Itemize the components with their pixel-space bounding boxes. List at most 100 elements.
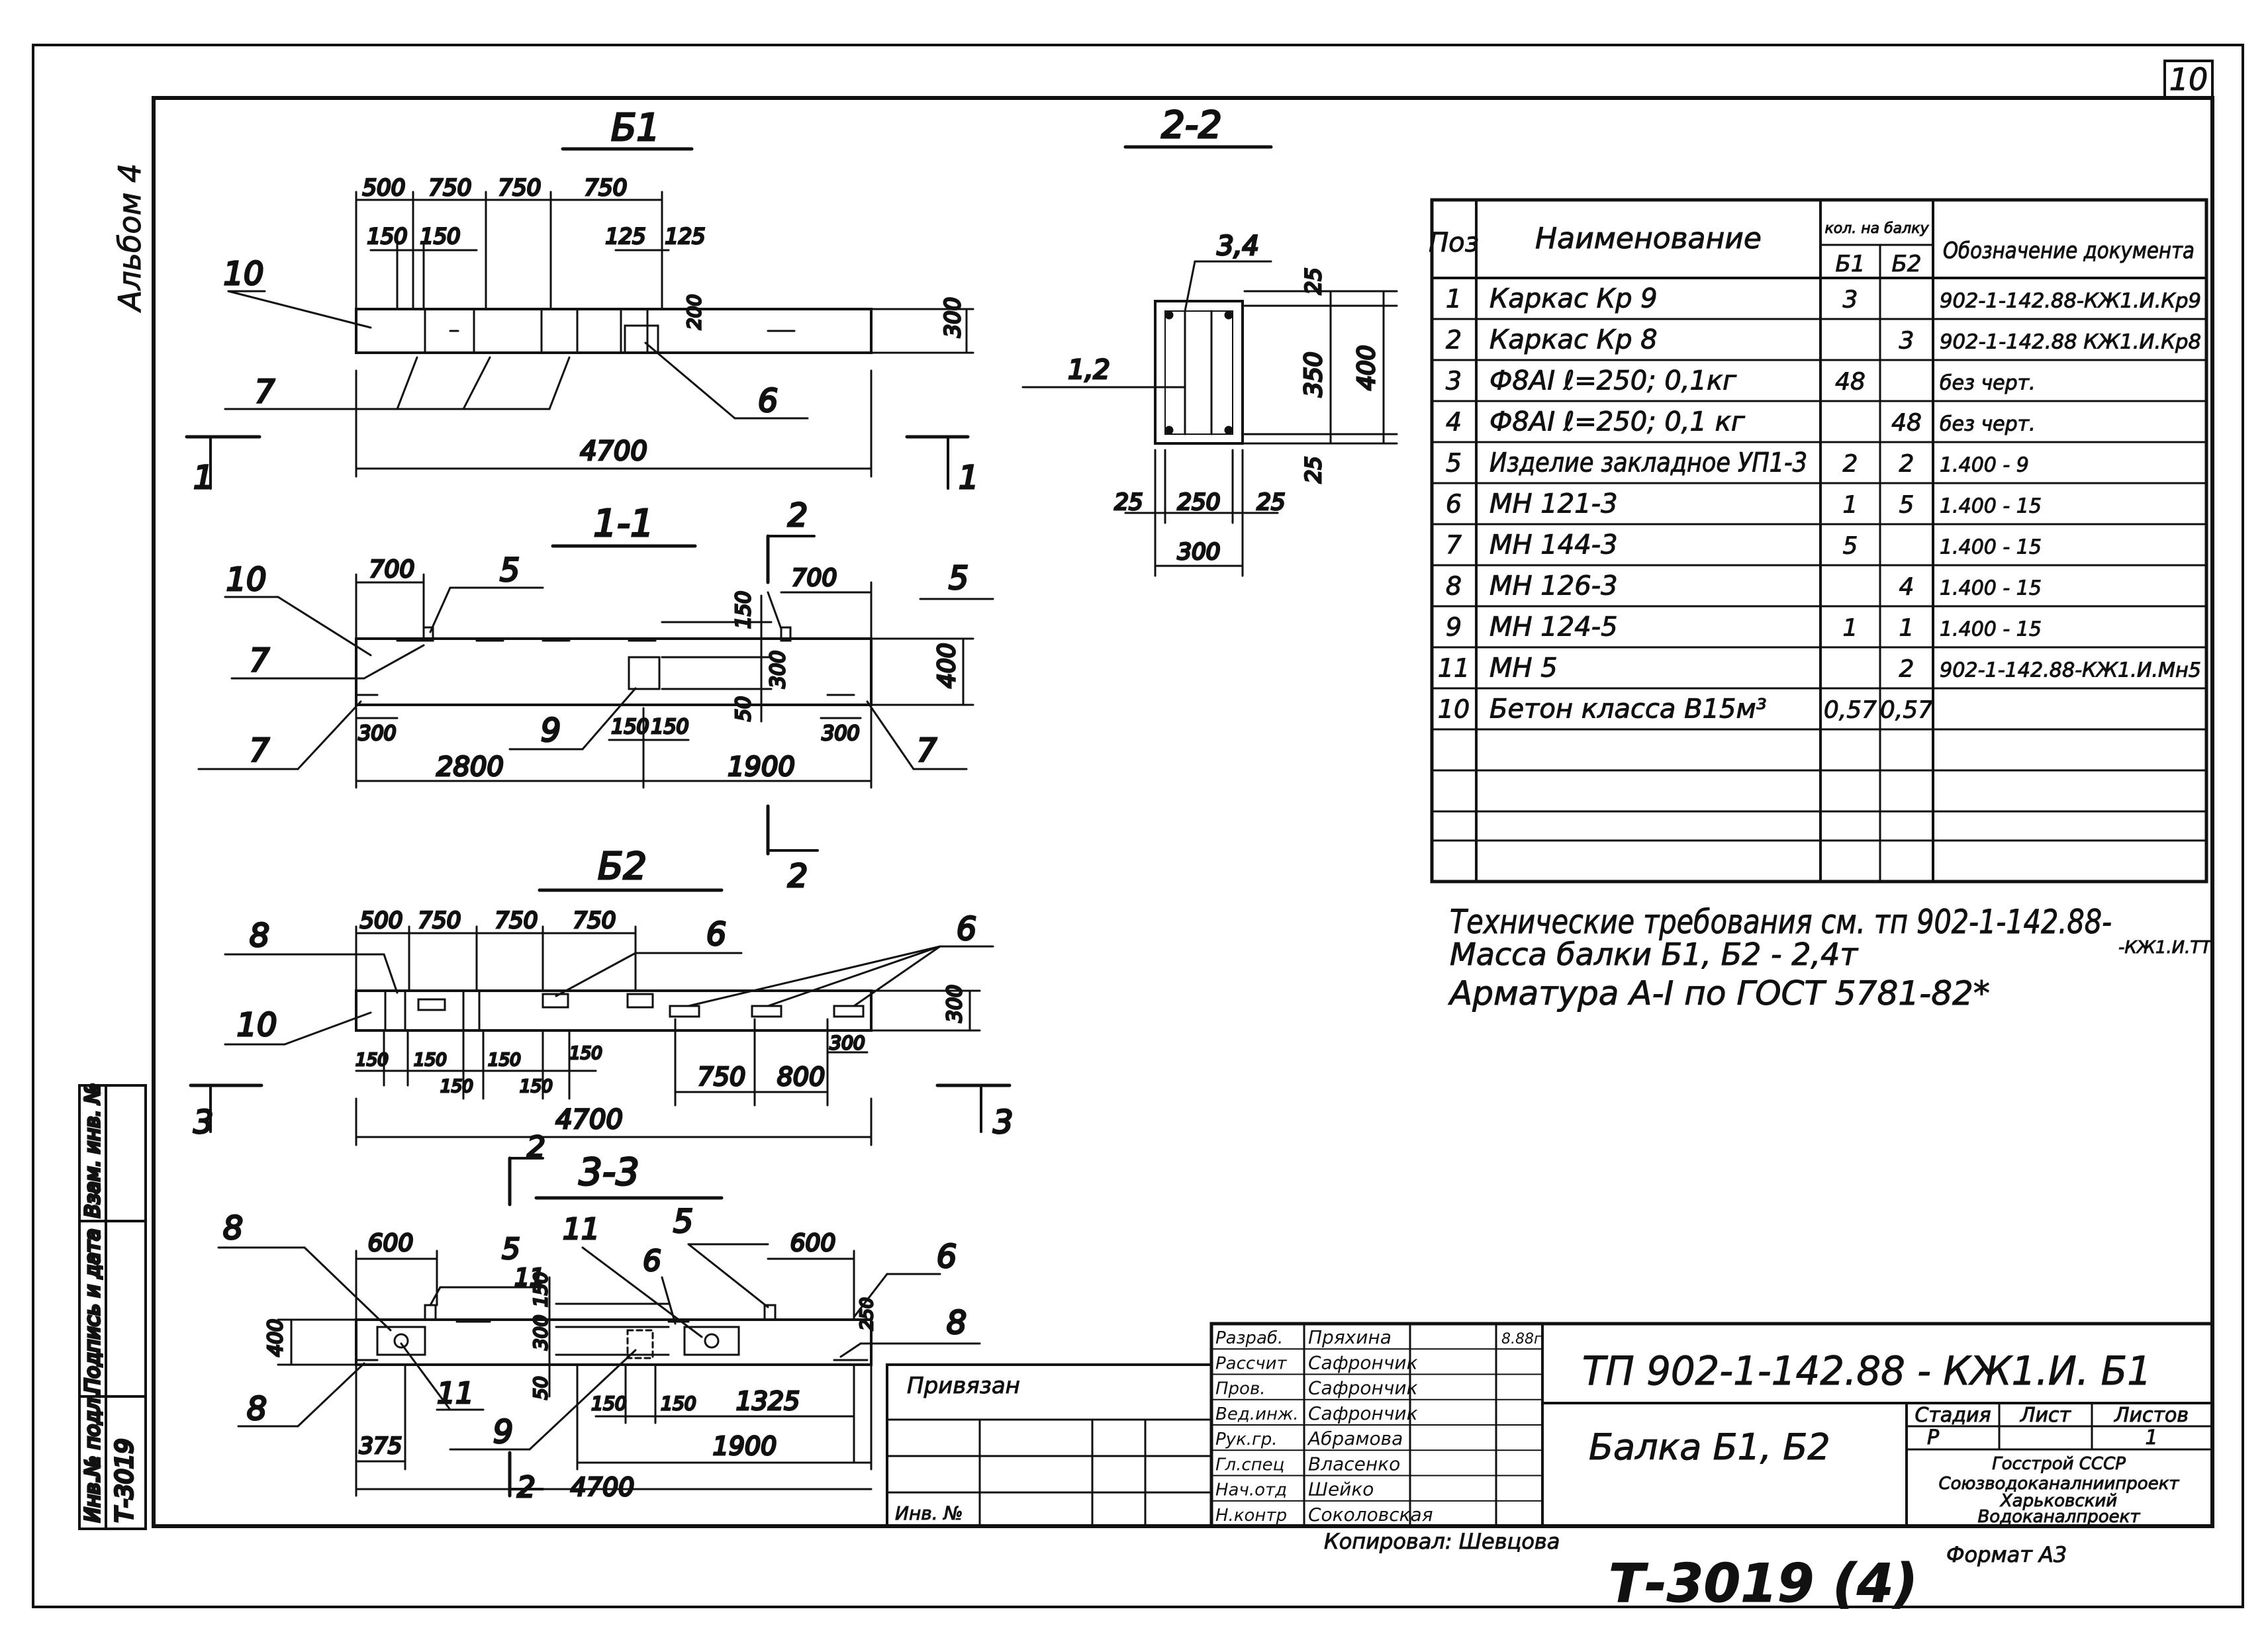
svg-text:1325: 1325 [736, 1387, 800, 1416]
svg-text:5: 5 [500, 552, 520, 589]
svg-text:750: 750 [495, 907, 538, 934]
title-block-role: Рук.гр. [1215, 1430, 1277, 1449]
spec-header-pos: Поз [1429, 228, 1479, 258]
svg-text:2: 2 [527, 1130, 545, 1164]
title-block-role: Нач.отд [1215, 1481, 1287, 1500]
format-label: Формат А3 [1946, 1542, 2067, 1567]
spec-cell-pos: 1 [1446, 285, 1462, 314]
sheet-number: 10 [2169, 62, 2208, 97]
svg-text:5: 5 [502, 1232, 520, 1266]
spec-cell-b2: 2 [1899, 451, 1914, 478]
svg-text:11: 11 [437, 1377, 474, 1410]
svg-text:400: 400 [933, 643, 961, 688]
side-stamp-sign-date: Подпись и дата [81, 1229, 105, 1394]
svg-text:3: 3 [993, 1104, 1014, 1141]
svg-text:2: 2 [517, 1471, 536, 1504]
svg-text:150: 150 [520, 1077, 553, 1097]
view-b2: Б2 500 750 750 750 150 150 150 150 150 1… [189, 844, 1014, 1146]
spec-cell-b1: 1 [1843, 492, 1858, 519]
svg-text:750: 750 [585, 175, 628, 201]
svg-text:3,4: 3,4 [1217, 231, 1259, 261]
spec-cell-name: Каркас Кр 9 [1489, 284, 1658, 314]
svg-text:1900: 1900 [728, 752, 795, 782]
title-block-role: Разраб. [1215, 1328, 1283, 1348]
notes: Технические требования см. тп 902-1-142.… [1448, 903, 2213, 1013]
svg-text:11: 11 [514, 1264, 545, 1291]
title-block-role: Рассчит [1215, 1353, 1287, 1373]
title-block-role: Гл.спец [1215, 1455, 1284, 1475]
svg-text:4700: 4700 [580, 436, 647, 467]
svg-text:9: 9 [541, 712, 561, 749]
side-stamp-inv-orig: Инв.№ подл. [81, 1392, 105, 1522]
svg-text:9: 9 [493, 1414, 514, 1451]
svg-text:375: 375 [359, 1433, 402, 1459]
spec-cell-pos: 11 [1438, 654, 1470, 683]
title-block-name: Шейко [1308, 1479, 1374, 1500]
spec-cell-name: МН 144-3 [1489, 530, 1618, 561]
svg-text:2: 2 [788, 858, 808, 895]
spec-cell-b1: 2 [1843, 451, 1858, 478]
spec-cell-b1: 3 [1843, 287, 1858, 314]
svg-text:250: 250 [1178, 489, 1221, 516]
spec-cell-b2: 48 [1891, 410, 1922, 437]
svg-text:300: 300 [1178, 539, 1221, 565]
spec-cell-doc: без черт. [1940, 413, 2036, 436]
section-3-3-title: 3-3 [579, 1151, 639, 1194]
spec-cell-b2: 5 [1899, 492, 1914, 519]
spec-cell-doc: без черт. [1940, 372, 2036, 395]
album-label: Альбом 4 [112, 163, 148, 313]
svg-text:1,2: 1,2 [1068, 355, 1110, 385]
svg-text:6: 6 [937, 1238, 957, 1275]
spec-cell-name: Ф8АI ℓ=250; 0,1кг [1489, 366, 1737, 396]
svg-text:8: 8 [247, 1391, 267, 1428]
side-stamp-replace-inv: Взам. инв. № [81, 1083, 105, 1218]
svg-text:750: 750 [429, 175, 472, 201]
spec-cell-name: МН 5 [1489, 653, 1558, 684]
svg-text:125: 125 [605, 224, 645, 249]
spec-cell-pos: 2 [1446, 326, 1462, 355]
view-b1-title: Б1 [611, 107, 660, 150]
svg-text:25: 25 [1301, 456, 1326, 483]
spec-cell-pos: 10 [1438, 695, 1470, 724]
svg-text:7: 7 [255, 373, 275, 410]
svg-text:2: 2 [788, 497, 808, 534]
title-block-date: 8.88г [1501, 1331, 1542, 1347]
spec-cell-doc: 1.400 - 9 [1940, 454, 2029, 477]
section-2-2-title: 2-2 [1161, 104, 1221, 147]
svg-text:3: 3 [193, 1104, 214, 1141]
svg-text:150: 150 [414, 1050, 447, 1070]
svg-text:150: 150 [440, 1077, 473, 1097]
beam-3-3-outline [355, 1318, 873, 1366]
svg-text:300: 300 [767, 651, 790, 688]
svg-text:150: 150 [569, 1044, 602, 1064]
spec-cell-doc: 1.400 - 15 [1940, 536, 2042, 559]
svg-text:7: 7 [250, 642, 270, 679]
spec-cell-b1: 0,57 [1824, 697, 1877, 724]
svg-text:700: 700 [369, 556, 415, 583]
svg-text:250: 250 [857, 1297, 877, 1330]
svg-text:25: 25 [1256, 489, 1285, 516]
side-stamp: Взам. инв. № Подпись и дата Инв.№ подл. … [78, 1081, 147, 1530]
spec-cell-name: Бетон класса В15м³ [1489, 694, 1767, 725]
svg-text:6: 6 [957, 911, 977, 948]
svg-text:150: 150 [661, 1392, 696, 1414]
side-stamp-inv-value: Т-3019 [111, 1438, 138, 1522]
spec-cell-name: Каркас Кр 8 [1489, 325, 1658, 355]
stage-value: Р [1927, 1426, 1940, 1449]
spec-cell-name: Изделие закладное УП1-3 [1489, 448, 1807, 479]
svg-text:500: 500 [363, 175, 406, 201]
svg-text:350: 350 [1300, 351, 1327, 397]
section-2-2-outline [1154, 300, 1244, 445]
beam-1-1-outline [355, 637, 873, 706]
note-mass: Масса балки Б1, Б2 - 2,4т [1450, 936, 1858, 972]
spec-cell-name: МН 121-3 [1489, 489, 1618, 520]
spec-table: Поз Наименование кол. на балку Б1 Б2 Обо… [1429, 198, 2208, 884]
spec-header-b1: Б1 [1836, 251, 1866, 277]
sheet-number-box [2163, 60, 2214, 99]
embedded-part-6 [624, 324, 659, 354]
svg-text:1: 1 [193, 459, 214, 496]
svg-text:150: 150 [530, 1272, 551, 1307]
spec-cell-name: МН 124-5 [1489, 612, 1618, 643]
spec-cell-b1: 48 [1835, 369, 1866, 396]
doc-code: ТП 902-1-142.88 - КЖ1.И. Б1 [1582, 1348, 2151, 1394]
